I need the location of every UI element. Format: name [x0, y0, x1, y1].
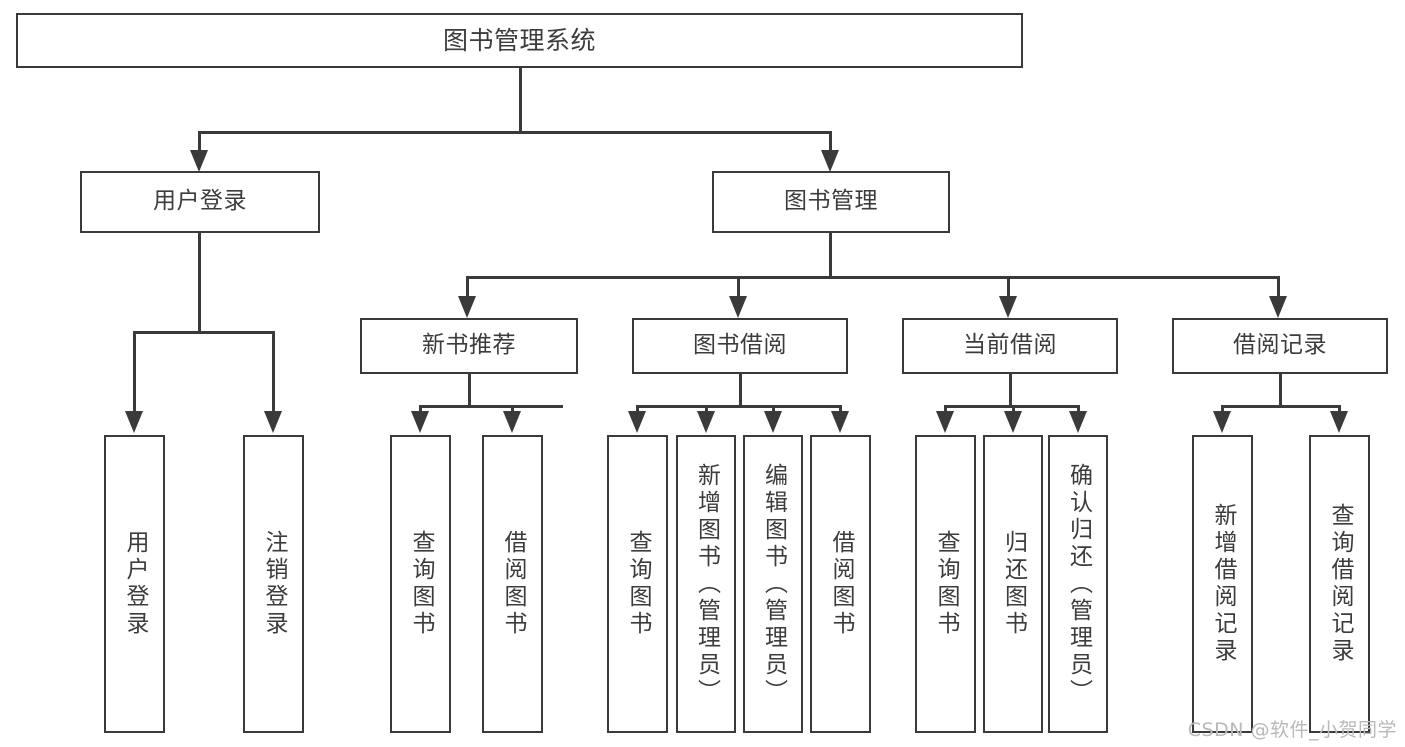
connector-root-bus	[198, 131, 832, 134]
node-label: 查询图书	[625, 530, 651, 638]
arrow-root-to-user-login	[190, 150, 208, 172]
watermark: CSDN @软件_小贺同学	[1187, 719, 1397, 741]
connector-borrow-record-stem	[1279, 374, 1282, 407]
arrow-to-new-book	[458, 296, 476, 318]
connector-book-borrow-stem	[739, 374, 742, 407]
leaf-current-query-book[interactable]: 查询图书	[915, 435, 976, 733]
leaf-user-login[interactable]: 用户登录	[104, 435, 165, 733]
node-label: 用户登录	[153, 188, 247, 215]
connector-user-login-bus	[133, 331, 275, 334]
arrow-new-book-leaf-1	[411, 411, 429, 433]
node-label: 查询借阅记录	[1327, 503, 1353, 665]
node-label: 编辑图书（管理员）	[760, 462, 787, 706]
connector-book-manage-to-new-book	[466, 276, 469, 299]
arrow-user-login-leaf-1	[125, 411, 143, 433]
connector-root-stem	[519, 68, 522, 133]
node-label: 用户登录	[122, 530, 148, 638]
leaf-borrow-edit-book[interactable]: 编辑图书（管理员）	[743, 435, 803, 733]
leaf-borrow-add-book[interactable]: 新增图书（管理员）	[676, 435, 736, 733]
leaf-current-return-book[interactable]: 归还图书	[983, 435, 1043, 733]
leaf-current-confirm-return[interactable]: 确认归还（管理员）	[1048, 435, 1108, 733]
connector-book-manage-bus	[466, 276, 1280, 279]
node-label: 借阅图书	[500, 530, 526, 638]
node-current-borrow[interactable]: 当前借阅	[902, 318, 1118, 374]
arrow-book-borrow-leaf-4	[831, 411, 849, 433]
connector-book-borrow-bus	[636, 405, 842, 408]
connector-current-borrow-bus	[944, 405, 1079, 408]
connector-new-book-right	[511, 405, 514, 415]
connector-current-borrow-c1	[944, 405, 947, 415]
node-new-book-recommend[interactable]: 新书推荐	[360, 318, 578, 374]
connector-user-login-left	[133, 331, 136, 413]
arrow-root-to-book-manage	[821, 150, 839, 172]
connector-root-to-book-manage	[829, 131, 832, 154]
node-label: 图书借阅	[693, 332, 787, 359]
node-user-login[interactable]: 用户登录	[80, 171, 320, 233]
connector-book-manage-to-borrow	[737, 276, 740, 299]
node-label: 查询图书	[933, 530, 959, 638]
node-label: 图书管理	[784, 188, 878, 215]
arrow-current-borrow-leaf-2	[1004, 411, 1022, 433]
connector-book-manage-stem	[829, 233, 832, 278]
arrow-book-borrow-leaf-2	[697, 411, 715, 433]
leaf-new-book-borrow[interactable]: 借阅图书	[482, 435, 543, 733]
arrow-to-borrow-record	[1269, 296, 1287, 318]
node-label: 图书管理系统	[442, 25, 596, 55]
connector-book-borrow-c3	[772, 405, 775, 415]
node-label: 借阅图书	[828, 530, 854, 638]
connector-book-borrow-c2	[705, 405, 708, 415]
arrow-borrow-record-leaf-2	[1330, 411, 1348, 433]
node-label: 新增借阅记录	[1210, 503, 1236, 665]
connector-user-login-stem	[198, 233, 201, 333]
node-root-system[interactable]: 图书管理系统	[16, 13, 1023, 68]
connector-new-book-left	[419, 405, 422, 415]
arrow-current-borrow-leaf-3	[1069, 411, 1087, 433]
arrow-book-borrow-leaf-1	[628, 411, 646, 433]
connector-new-book-bus	[419, 405, 563, 408]
leaf-record-query[interactable]: 查询借阅记录	[1309, 435, 1370, 733]
arrow-borrow-record-leaf-1	[1213, 411, 1231, 433]
connector-book-manage-to-record	[1277, 276, 1280, 299]
node-label: 当前借阅	[963, 332, 1057, 359]
node-label: 新书推荐	[422, 332, 516, 359]
connector-borrow-record-right	[1338, 405, 1341, 415]
arrow-to-book-borrow	[729, 296, 747, 318]
arrow-user-login-leaf-2	[264, 411, 282, 433]
connector-current-borrow-c2	[1012, 405, 1015, 415]
leaf-logout-login[interactable]: 注销登录	[243, 435, 304, 733]
node-label: 借阅记录	[1233, 332, 1327, 359]
arrow-current-borrow-leaf-1	[936, 411, 954, 433]
node-label: 确认归还（管理员）	[1065, 462, 1092, 706]
node-book-borrow[interactable]: 图书借阅	[632, 318, 848, 374]
connector-borrow-record-bus	[1221, 405, 1341, 408]
connector-current-borrow-c3	[1077, 405, 1080, 415]
leaf-new-book-query[interactable]: 查询图书	[390, 435, 451, 733]
connector-root-to-user-login	[198, 131, 201, 154]
connector-book-borrow-c4	[839, 405, 842, 415]
leaf-record-add[interactable]: 新增借阅记录	[1192, 435, 1253, 733]
node-label: 查询图书	[408, 530, 434, 638]
connector-borrow-record-left	[1221, 405, 1224, 415]
arrow-to-current-borrow	[999, 296, 1017, 318]
node-book-management[interactable]: 图书管理	[712, 171, 950, 233]
node-label: 注销登录	[261, 530, 287, 638]
connector-new-book-stem	[468, 374, 471, 407]
connector-book-manage-to-current	[1007, 276, 1010, 299]
leaf-borrow-lend-book[interactable]: 借阅图书	[810, 435, 871, 733]
connector-book-borrow-c1	[636, 405, 639, 415]
connector-user-login-right	[272, 331, 275, 413]
node-label: 新增图书（管理员）	[693, 462, 720, 706]
connector-current-borrow-stem	[1009, 374, 1012, 407]
arrow-new-book-leaf-2	[503, 411, 521, 433]
arrow-book-borrow-leaf-3	[764, 411, 782, 433]
node-label: 归还图书	[1000, 530, 1027, 638]
node-borrow-record[interactable]: 借阅记录	[1172, 318, 1388, 374]
leaf-borrow-query-book[interactable]: 查询图书	[607, 435, 668, 733]
